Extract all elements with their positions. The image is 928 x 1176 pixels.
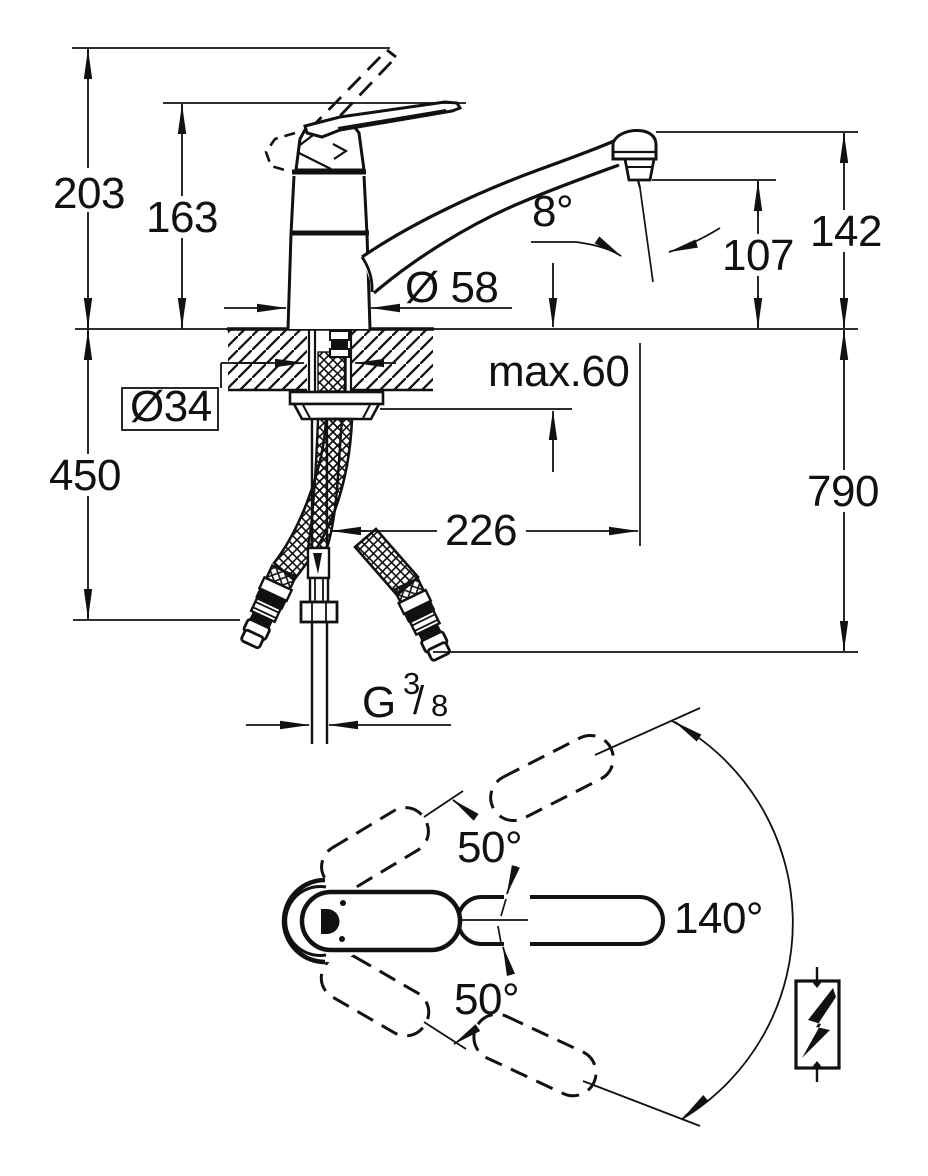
dimension-handle-down: 50° [423, 925, 520, 1050]
side-view: 203 163 142 [45, 47, 886, 744]
dim-max60-label: max.60 [488, 347, 629, 396]
faucet-top-view [281, 877, 665, 965]
dim-790-label: 790 [807, 467, 879, 516]
spout [360, 129, 658, 295]
dimension-thread: G 3 / 8 [246, 666, 451, 730]
supply-connections [240, 330, 451, 744]
dimension-deck-thickness: max.60 [488, 263, 630, 472]
dim-450-label: 450 [49, 451, 121, 500]
dimension-outlet-angle: 8° [531, 187, 721, 257]
dimension-hose-length: 450 [45, 329, 126, 619]
thread-numerator-label: 3 [403, 666, 420, 701]
dim-8deg-label: 8° [532, 187, 573, 236]
hose-fitting-center [299, 546, 339, 624]
dimension-height-handle: 163 [145, 104, 220, 329]
thread-slash: / [413, 679, 425, 723]
dimension-body-diameter: Ø 58 [224, 263, 512, 313]
dim-107-label: 107 [722, 231, 794, 280]
dimension-height-outlet: 107 [719, 181, 798, 328]
dim-140deg-label: 140° [674, 894, 763, 943]
aerator [623, 157, 656, 182]
countertop-section [75, 327, 858, 392]
dim-50deg-down-label: 50° [454, 975, 519, 1024]
handle-lever [294, 100, 463, 172]
thread-denominator-label: 8 [431, 688, 448, 723]
dimension-height-spout: 142 [807, 133, 886, 328]
dimension-height-total: 203 [52, 49, 126, 329]
dimension-reach: 226 [330, 506, 639, 555]
handle-positions-dashed [319, 733, 615, 1098]
dimension-length-total: 790 [805, 330, 884, 651]
dim-142-label: 142 [810, 207, 882, 256]
dim-163-label: 163 [146, 193, 218, 242]
dimension-hole-diameter: Ø34 [121, 358, 396, 431]
hose-fitting-left [240, 563, 298, 650]
lever-raised-dashed [264, 48, 398, 173]
dim-226-label: 226 [445, 506, 517, 555]
plan-view: 140° 50° 50° [281, 707, 794, 1127]
thread-g-label: G [362, 678, 396, 727]
dimension-swivel-range: 140° [582, 707, 794, 1127]
handle-top-view [299, 889, 463, 953]
faucet-body [264, 48, 658, 330]
dim-50deg-up-label: 50° [457, 823, 522, 872]
lightning-bolt-glyph [802, 988, 836, 1058]
dim-dia58-label: Ø 58 [405, 263, 498, 312]
hose-fitting-right [392, 576, 451, 662]
dimensions: 203 163 142 [45, 47, 886, 730]
dim-203-label: 203 [53, 169, 125, 218]
electric-heater-lightning-icon [794, 967, 841, 1082]
dim-dia34-label: Ø34 [130, 382, 212, 431]
dimension-handle-up: 50° [423, 790, 523, 917]
water-stream-line [639, 187, 654, 283]
